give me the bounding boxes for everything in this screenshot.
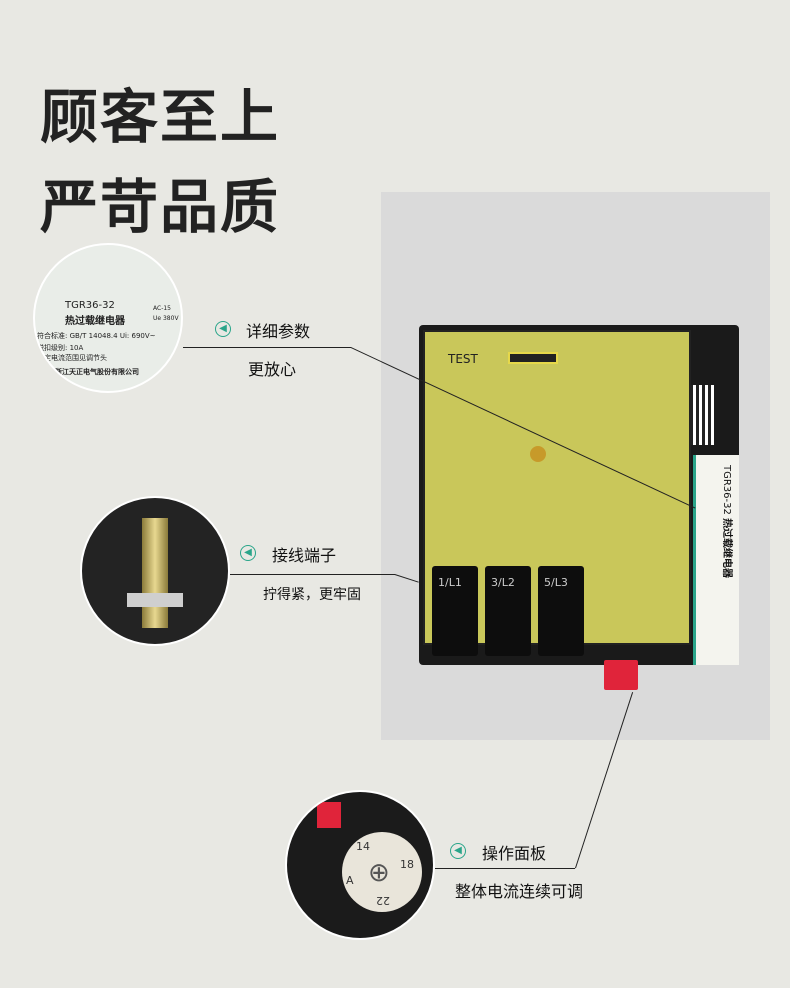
- terminal-label: 1/L1: [438, 576, 462, 589]
- closeup-c: C: [160, 367, 165, 375]
- callout-title: 操作面板: [482, 844, 547, 863]
- dial-mark: 22: [376, 894, 390, 907]
- callout-subtitle: 整体电流连续可调: [455, 882, 584, 901]
- closeup-model: TGR36-32: [65, 300, 115, 311]
- leader-line: [435, 868, 575, 869]
- label-closeup: TGR36-32 热过载继电器 符合标准: GB/T 14048.4 Ui: 6…: [33, 243, 183, 393]
- callout-subtitle: 更放心: [248, 360, 297, 379]
- qr-code: [690, 385, 714, 445]
- arrow-left-icon: ◀: [450, 843, 466, 859]
- dial-closeup: 14 18 22 A ⊕: [285, 790, 435, 940]
- closeup-note: 整定电流范围见调节头: [37, 354, 107, 362]
- reset-button: [604, 660, 638, 690]
- product-label: TGR36-32 热过载继电器: [693, 455, 739, 665]
- adjust-screw: [530, 446, 546, 462]
- closeup-ue: Ue 380V: [153, 315, 179, 322]
- terminal-2: 3/L2: [485, 566, 531, 656]
- closeup-standard: 符合标准: GB/T 14048.4 Ui: 690V~: [37, 332, 156, 340]
- test-label: TEST: [448, 352, 478, 366]
- callout-title: 详细参数: [246, 322, 311, 341]
- leader-line: [183, 347, 351, 348]
- leader-line: [230, 574, 395, 575]
- callout-subtitle: 拧得紧，更牢固: [263, 587, 361, 603]
- dial-mark: A: [346, 874, 354, 887]
- current-dial: 14 18 22 A ⊕: [342, 832, 422, 912]
- arrow-left-icon: ◀: [240, 545, 256, 561]
- callout-title: 接线端子: [272, 546, 337, 565]
- terminal-1: 1/L1: [432, 566, 478, 656]
- test-slot: [508, 352, 558, 364]
- closeup-level: 脱扣级别: 10A: [37, 344, 84, 352]
- closeup-name: 热过载继电器: [65, 316, 125, 327]
- headline-line1: 顾客至上: [40, 83, 281, 151]
- terminal-closeup: [80, 496, 230, 646]
- terminal-label: 3/L2: [491, 576, 515, 589]
- closeup-company: 浙江天正电气股份有限公司: [55, 368, 139, 376]
- dial-mark: 18: [400, 858, 414, 871]
- product-name: 热过载继电器: [721, 518, 732, 579]
- terminal-label: 5/L3: [544, 576, 568, 589]
- arrow-left-icon: ◀: [215, 321, 231, 337]
- product-model: TGR36-32: [721, 465, 732, 515]
- headline-line2: 严苛品质: [40, 173, 281, 241]
- dial-mark: 14: [356, 840, 370, 853]
- terminal-3: 5/L3: [538, 566, 584, 656]
- closeup-ac: AC-15: [153, 305, 171, 312]
